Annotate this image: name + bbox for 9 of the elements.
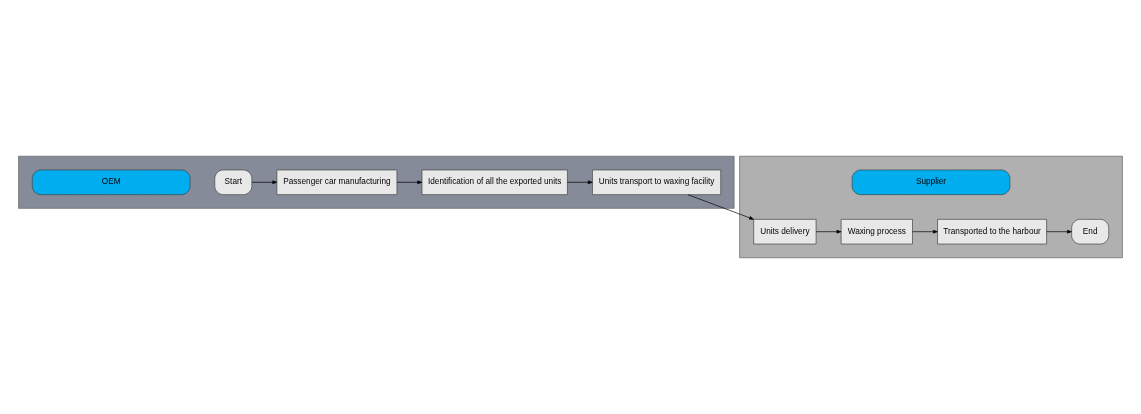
arrow <box>396 180 423 185</box>
arrow <box>687 194 754 220</box>
arrow <box>912 229 938 234</box>
arrow <box>815 229 842 234</box>
arrow <box>251 180 278 185</box>
arrow <box>567 180 593 185</box>
cluster <box>18 155 735 209</box>
cluster <box>739 155 1123 259</box>
arrow <box>1046 229 1072 234</box>
